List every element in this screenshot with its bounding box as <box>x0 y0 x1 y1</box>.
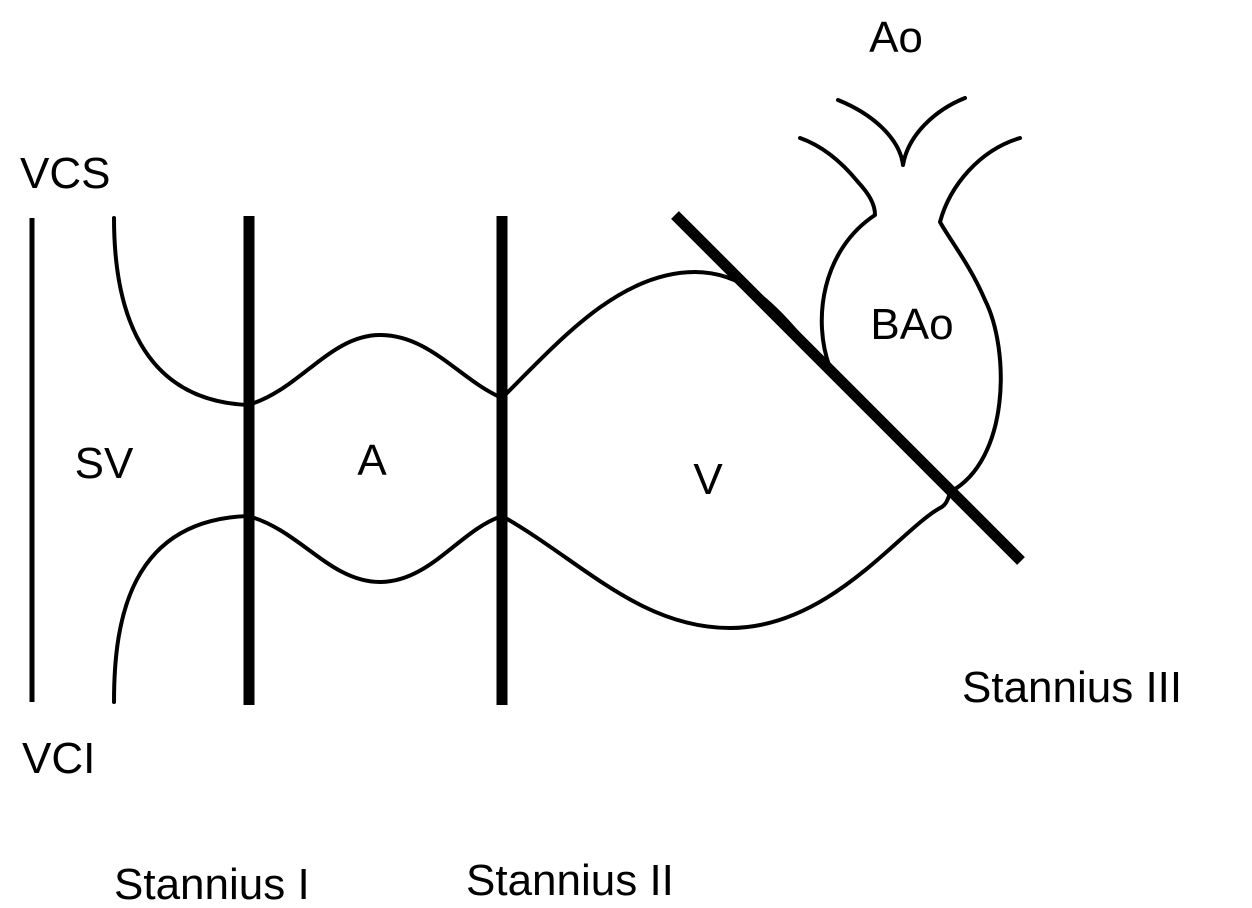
label-stannius-1: Stannius I <box>114 860 310 908</box>
stannius-3-ligature-line <box>671 211 1025 565</box>
aorta-branch-split <box>836 96 967 167</box>
ventricle-lower-outline <box>500 490 952 630</box>
vena-cava-superior-curve <box>112 216 250 407</box>
label-stannius-3: Stannius III <box>962 663 1182 712</box>
bulbus-aortae-right-outline <box>938 136 1022 494</box>
label-sv: SV <box>75 439 134 488</box>
label-v: V <box>693 455 723 504</box>
label-bao: BAo <box>870 300 953 349</box>
label-vcs: VCS <box>20 149 110 198</box>
label-stannius-2: Stannius II <box>466 856 674 905</box>
label-a: A <box>357 436 387 485</box>
vena-cava-inferior-curve <box>112 514 250 704</box>
label-vci: VCI <box>22 734 95 783</box>
ventricle-upper-outline <box>500 270 832 400</box>
bulbus-aortae-left-outline <box>798 136 877 370</box>
label-ao: Ao <box>869 13 923 62</box>
atrium-upper-outline <box>246 333 504 407</box>
atrium-lower-outline <box>246 514 504 584</box>
